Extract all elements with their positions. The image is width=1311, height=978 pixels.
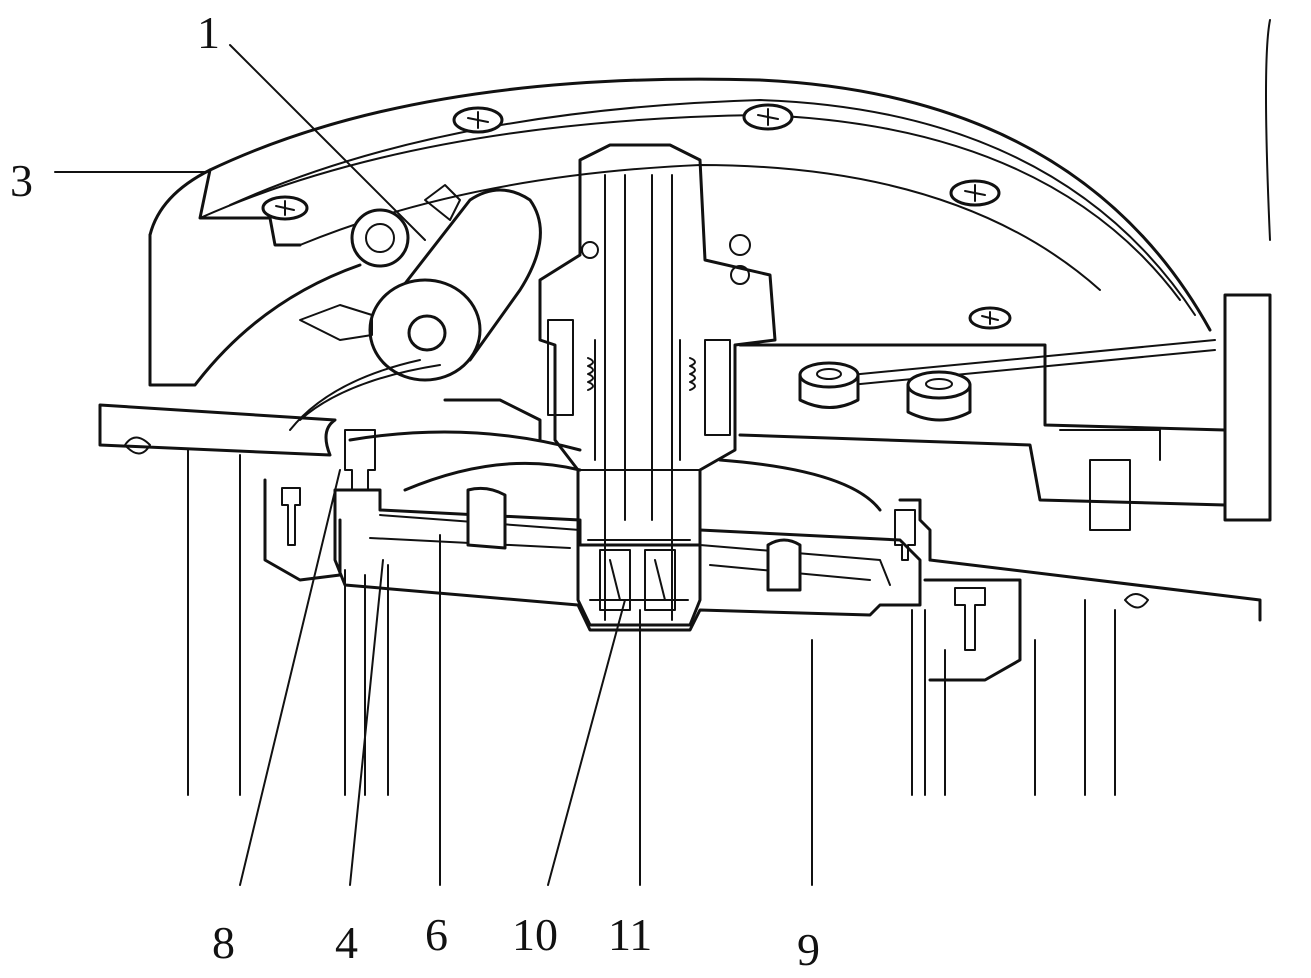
label-3: 3 bbox=[10, 155, 33, 206]
leader-line-10 bbox=[547, 599, 626, 886]
central-shaft bbox=[538, 143, 777, 627]
mounting-plate bbox=[98, 19, 1272, 531]
leader-line-4 bbox=[349, 559, 384, 886]
reference-labels: 1 3 8 4 6 10 11 9 bbox=[10, 7, 820, 975]
screw-icon bbox=[968, 306, 1012, 330]
lower-flange bbox=[289, 359, 932, 632]
label-9: 9 bbox=[797, 924, 820, 975]
right-bolt bbox=[894, 509, 1262, 682]
left-bolt bbox=[124, 429, 376, 582]
socket-screws bbox=[798, 361, 972, 422]
label-11: 11 bbox=[608, 909, 652, 960]
label-4: 4 bbox=[335, 917, 358, 968]
support-legs bbox=[187, 449, 1116, 796]
leader-line-1 bbox=[229, 44, 426, 241]
screw-icon bbox=[742, 103, 794, 131]
label-8: 8 bbox=[212, 917, 235, 968]
label-6: 6 bbox=[425, 909, 448, 960]
leader-lines bbox=[54, 44, 813, 886]
label-10: 10 bbox=[512, 909, 558, 960]
screw-icon bbox=[452, 106, 504, 134]
motor-cylinder bbox=[299, 184, 542, 382]
screw-heads bbox=[261, 103, 1012, 330]
screw-icon bbox=[261, 195, 309, 221]
label-1: 1 bbox=[197, 7, 220, 58]
screw-icon bbox=[949, 179, 1001, 207]
leader-line-8 bbox=[239, 469, 341, 886]
